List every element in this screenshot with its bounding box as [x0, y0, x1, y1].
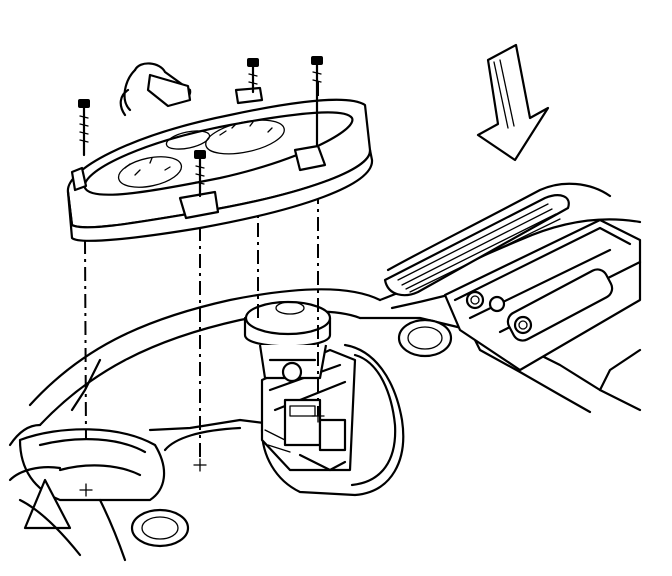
cluster-mounting-screw [78, 99, 90, 157]
instrument-cluster [66, 62, 374, 242]
heater-control-module [443, 218, 642, 372]
cluster-mounting-screw [194, 150, 206, 198]
wiring-connector [243, 300, 332, 383]
install-direction-arrow [476, 43, 550, 162]
screw-hole-markers [79, 409, 325, 497]
cluster-mounting-screw [311, 56, 323, 147]
cluster-mounting-screw [247, 58, 259, 94]
center-air-outlet [383, 182, 612, 297]
dash-round-opening [397, 318, 453, 358]
steering-column-area [8, 428, 190, 562]
